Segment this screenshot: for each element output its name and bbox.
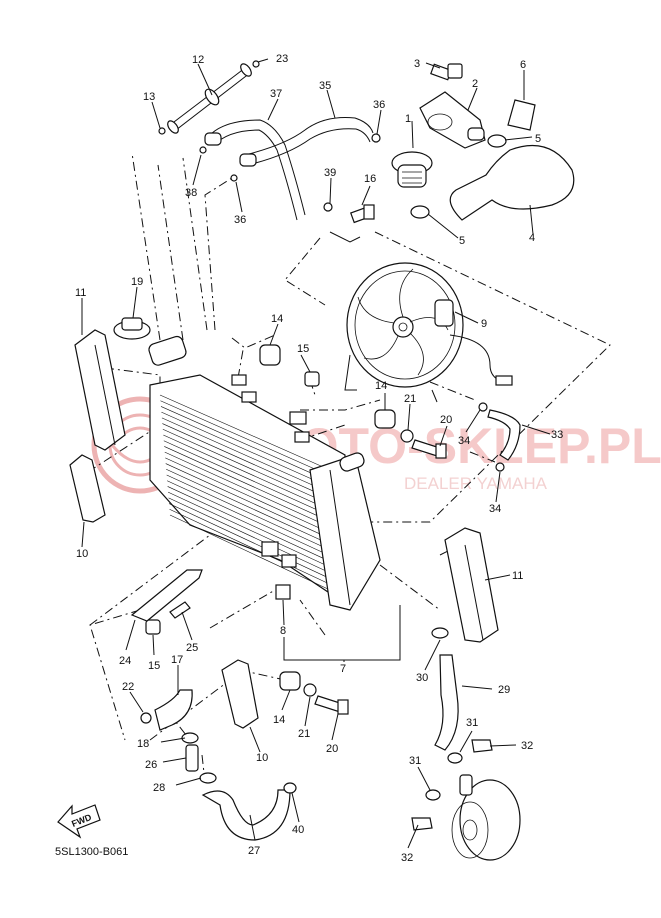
callout-15a: 15 (297, 343, 309, 355)
radiator-fin (160, 406, 331, 482)
fan-assembly (329, 231, 513, 403)
callout-29: 29 (498, 684, 510, 696)
callout-5a: 5 (535, 133, 541, 145)
callout-24: 24 (119, 655, 131, 667)
callout-35: 35 (319, 80, 331, 92)
callout-36a: 36 (373, 99, 385, 111)
radiator-fin (167, 480, 331, 556)
callout-27: 27 (248, 845, 260, 857)
radiator-fin (160, 400, 331, 476)
callout-40: 40 (292, 824, 304, 836)
callout-32a: 32 (521, 740, 533, 752)
leader-lines (81, 58, 551, 849)
callout-25: 25 (186, 642, 198, 654)
callout-9: 9 (481, 318, 487, 330)
callout-31a: 31 (466, 717, 478, 729)
callout-12: 12 (192, 54, 204, 66)
callout-10b: 10 (256, 752, 268, 764)
callout-21a: 21 (404, 393, 416, 405)
callout-23: 23 (276, 53, 288, 65)
radiator-fin (163, 434, 331, 511)
radiator-fin (166, 469, 331, 545)
radiator-fin (163, 440, 331, 516)
callout-28: 28 (153, 782, 165, 794)
radiator-fin (162, 423, 331, 499)
callout-1: 1 (405, 113, 411, 125)
callouts: 1 2 3 4 5 5 6 7 8 9 10 10 11 11 12 13 14… (75, 53, 563, 864)
callout-17: 17 (171, 654, 183, 666)
radiator-fin (167, 491, 331, 568)
callout-34a: 34 (458, 435, 470, 447)
radiator-fin (159, 394, 331, 471)
radiator-fin (165, 457, 331, 534)
radiator-fin (167, 486, 331, 562)
callout-39: 39 (324, 167, 336, 179)
diagram-code: 5SL1300-B061 (55, 846, 128, 858)
callout-8: 8 (280, 625, 286, 637)
callout-34b: 34 (489, 503, 501, 515)
callout-2: 2 (472, 78, 478, 90)
radiator-fin (164, 446, 331, 522)
callout-16: 16 (364, 173, 376, 185)
radiator-fin (164, 451, 331, 528)
callout-18: 18 (137, 738, 149, 750)
lower-hoses (140, 402, 521, 861)
radiator-core (148, 335, 381, 611)
callout-19: 19 (131, 276, 143, 288)
callout-14c: 14 (273, 714, 285, 726)
radiator-fin (165, 463, 331, 539)
callout-30: 30 (416, 672, 428, 684)
radiator-fin (168, 503, 331, 579)
watermark-sub: DEALER YAMAHA (404, 474, 548, 493)
radiator-fin (169, 514, 331, 591)
callout-37: 37 (270, 88, 282, 100)
callout-5b: 5 (459, 235, 465, 247)
callout-20a: 20 (440, 414, 452, 426)
callout-26: 26 (145, 759, 157, 771)
thermostat-group (391, 63, 575, 221)
fwd-arrow: FWD (57, 804, 101, 839)
callout-3: 3 (414, 58, 420, 70)
callout-36b: 36 (234, 214, 246, 226)
callout-38: 38 (185, 187, 197, 199)
callout-13: 13 (143, 91, 155, 103)
callout-20b: 20 (326, 743, 338, 755)
callout-11a: 11 (75, 287, 86, 299)
callout-21b: 21 (298, 728, 310, 740)
callout-22: 22 (122, 681, 134, 693)
side-covers (69, 317, 499, 729)
upper-pipes (158, 60, 381, 224)
radiator-fin (168, 497, 331, 574)
radiator-fin (166, 474, 331, 551)
radiator-fin (162, 429, 331, 505)
callout-14a: 14 (271, 313, 283, 325)
callout-4: 4 (529, 232, 535, 244)
callout-6: 6 (520, 59, 526, 71)
callout-31b: 31 (409, 755, 421, 767)
callout-15b: 15 (148, 660, 160, 672)
callout-33: 33 (551, 429, 563, 441)
radiator-fin (161, 417, 331, 494)
callout-32b: 32 (401, 852, 413, 864)
callout-10a: 10 (76, 548, 88, 560)
callout-7: 7 (340, 663, 346, 675)
radiator-fin (169, 509, 331, 585)
callout-14b: 14 (375, 380, 387, 392)
radiator-fin (161, 411, 331, 488)
callout-11b: 11 (512, 570, 523, 582)
